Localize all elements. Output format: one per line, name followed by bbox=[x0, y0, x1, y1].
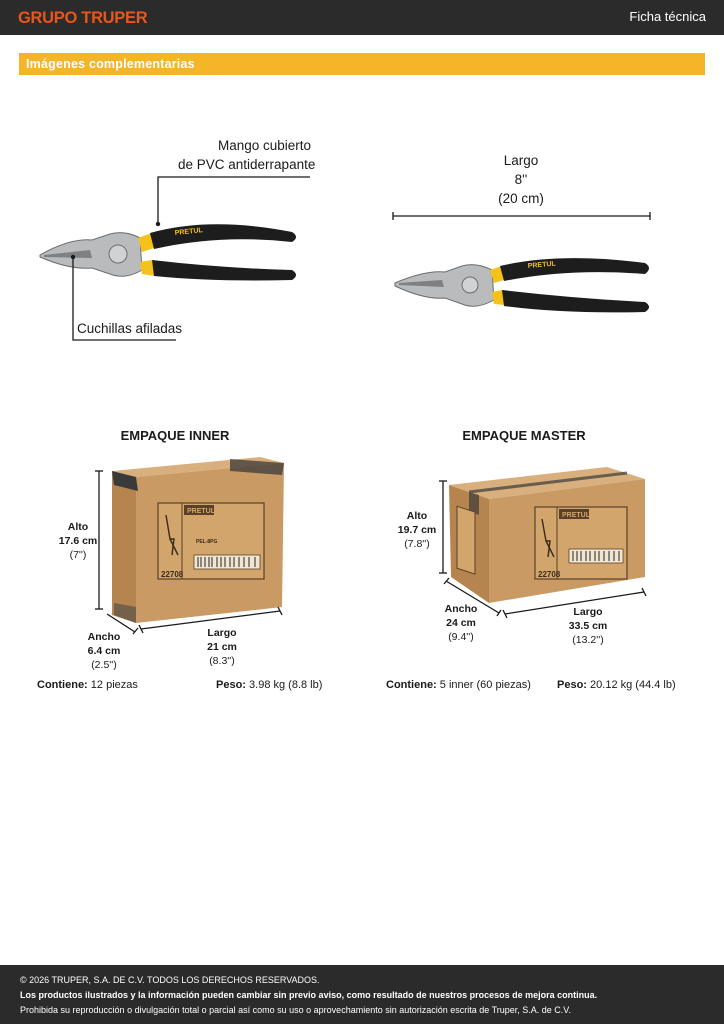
inner-height-label: Alto bbox=[67, 521, 89, 533]
inner-box-model: PEL-8PG bbox=[196, 539, 218, 545]
section-title-bar: Imágenes complementarias bbox=[19, 53, 705, 75]
master-width-line bbox=[443, 577, 502, 617]
inner-height-in: (7'') bbox=[69, 549, 87, 561]
inner-contains-value: 12 piezas bbox=[90, 679, 138, 691]
inner-length-label: Largo bbox=[207, 627, 237, 639]
master-contains: Contiene: 5 inner (60 piezas) bbox=[386, 679, 531, 691]
master-box-image: PRETUL 22708 bbox=[449, 467, 645, 603]
inner-length-in: (8.3'') bbox=[209, 655, 235, 667]
master-width-label: Ancho bbox=[444, 603, 478, 615]
length-cm: (20 cm) bbox=[498, 191, 544, 206]
master-width-in: (9.4'') bbox=[448, 631, 474, 643]
master-length-cm: 33.5 cm bbox=[568, 620, 608, 632]
master-height-in: (7.8'') bbox=[404, 538, 430, 550]
inner-width-line bbox=[106, 613, 139, 635]
master-weight-label: Peso: bbox=[557, 679, 587, 691]
master-contains-label: Contiene: bbox=[386, 679, 437, 691]
length-inches: 8'' bbox=[514, 172, 528, 187]
master-width-dimension: Ancho 24 cm (9.4'') bbox=[433, 602, 489, 644]
inner-length-cm: 21 cm bbox=[207, 641, 237, 653]
inner-weight: Peso: 3.98 kg (8.8 lb) bbox=[216, 679, 322, 691]
master-width-cm: 24 cm bbox=[446, 617, 476, 629]
master-height-cm: 19.7 cm bbox=[397, 524, 437, 536]
master-height-label: Alto bbox=[406, 510, 428, 522]
brand-logo: GRUPO TRUPER bbox=[18, 9, 148, 27]
inner-package-title: EMPAQUE INNER bbox=[120, 428, 230, 443]
master-length-line bbox=[502, 587, 647, 619]
inner-height-dimension: Alto 17.6 cm (7'') bbox=[50, 520, 106, 562]
inner-width-in: (2.5'') bbox=[91, 659, 117, 671]
footer-notice: Los productos ilustrados y la informació… bbox=[20, 990, 598, 1000]
footer-prohibition: Prohibida su reproducción o divulgación … bbox=[20, 1005, 571, 1015]
page-header: GRUPO TRUPER Ficha técnica bbox=[0, 0, 724, 35]
callout-handle-line bbox=[155, 176, 310, 227]
inner-height-cm: 17.6 cm bbox=[58, 535, 98, 547]
inner-box-brand: PRETUL bbox=[187, 508, 216, 515]
inner-weight-label: Peso: bbox=[216, 679, 246, 691]
inner-width-label: Ancho bbox=[87, 631, 121, 643]
inner-box-image: PRETUL 22708 PEL-8PG bbox=[112, 457, 284, 623]
pliers-image-length: PRETUL bbox=[394, 258, 649, 313]
document-type: Ficha técnica bbox=[629, 9, 706, 24]
master-box-code: 22708 bbox=[538, 570, 561, 579]
callout-handle-line2: de PVC antiderrapante bbox=[178, 157, 316, 172]
pliers-image-callouts: PRETUL bbox=[39, 224, 296, 281]
inner-length-dimension: Largo 21 cm (8.3'') bbox=[194, 626, 250, 668]
master-weight: Peso: 20.12 kg (44.4 lb) bbox=[557, 679, 676, 691]
inner-length-line bbox=[138, 606, 283, 634]
length-dimension-line bbox=[392, 212, 651, 220]
callout-handle-line1: Mango cubierto bbox=[218, 138, 312, 153]
master-length-label: Largo bbox=[573, 606, 603, 618]
master-length-dimension: Largo 33.5 cm (13.2'') bbox=[560, 605, 616, 647]
master-box-brand: PRETUL bbox=[562, 512, 591, 519]
inner-width-dimension: Ancho 6.4 cm (2.5'') bbox=[76, 630, 132, 672]
master-weight-value: 20.12 kg (44.4 lb) bbox=[590, 679, 676, 691]
callout-blades-line bbox=[70, 254, 176, 341]
handle-brand-text: PRETUL bbox=[174, 227, 203, 237]
master-height-line bbox=[439, 480, 447, 574]
inner-width-cm: 6.4 cm bbox=[87, 645, 121, 657]
callout-blades: Cuchillas afiladas bbox=[77, 321, 183, 336]
page-footer: © 2026 TRUPER, S.A. DE C.V. TODOS LOS DE… bbox=[0, 965, 724, 1024]
handle-brand-text-2: PRETUL bbox=[528, 261, 557, 270]
master-length-in: (13.2'') bbox=[572, 634, 604, 646]
master-package-title: EMPAQUE MASTER bbox=[462, 428, 586, 443]
master-height-dimension: Alto 19.7 cm (7.8'') bbox=[389, 509, 445, 551]
length-label: Largo bbox=[503, 153, 539, 168]
master-contains-value: 5 inner (60 piezas) bbox=[439, 679, 531, 691]
inner-height-line bbox=[95, 470, 103, 610]
section-title: Imágenes complementarias bbox=[26, 57, 195, 71]
footer-copyright: © 2026 TRUPER, S.A. DE C.V. TODOS LOS DE… bbox=[20, 975, 320, 985]
inner-weight-value: 3.98 kg (8.8 lb) bbox=[249, 679, 323, 691]
inner-box-code: 22708 bbox=[161, 570, 184, 579]
inner-contains: Contiene: 12 piezas bbox=[37, 679, 138, 691]
inner-contains-label: Contiene: bbox=[37, 679, 88, 691]
